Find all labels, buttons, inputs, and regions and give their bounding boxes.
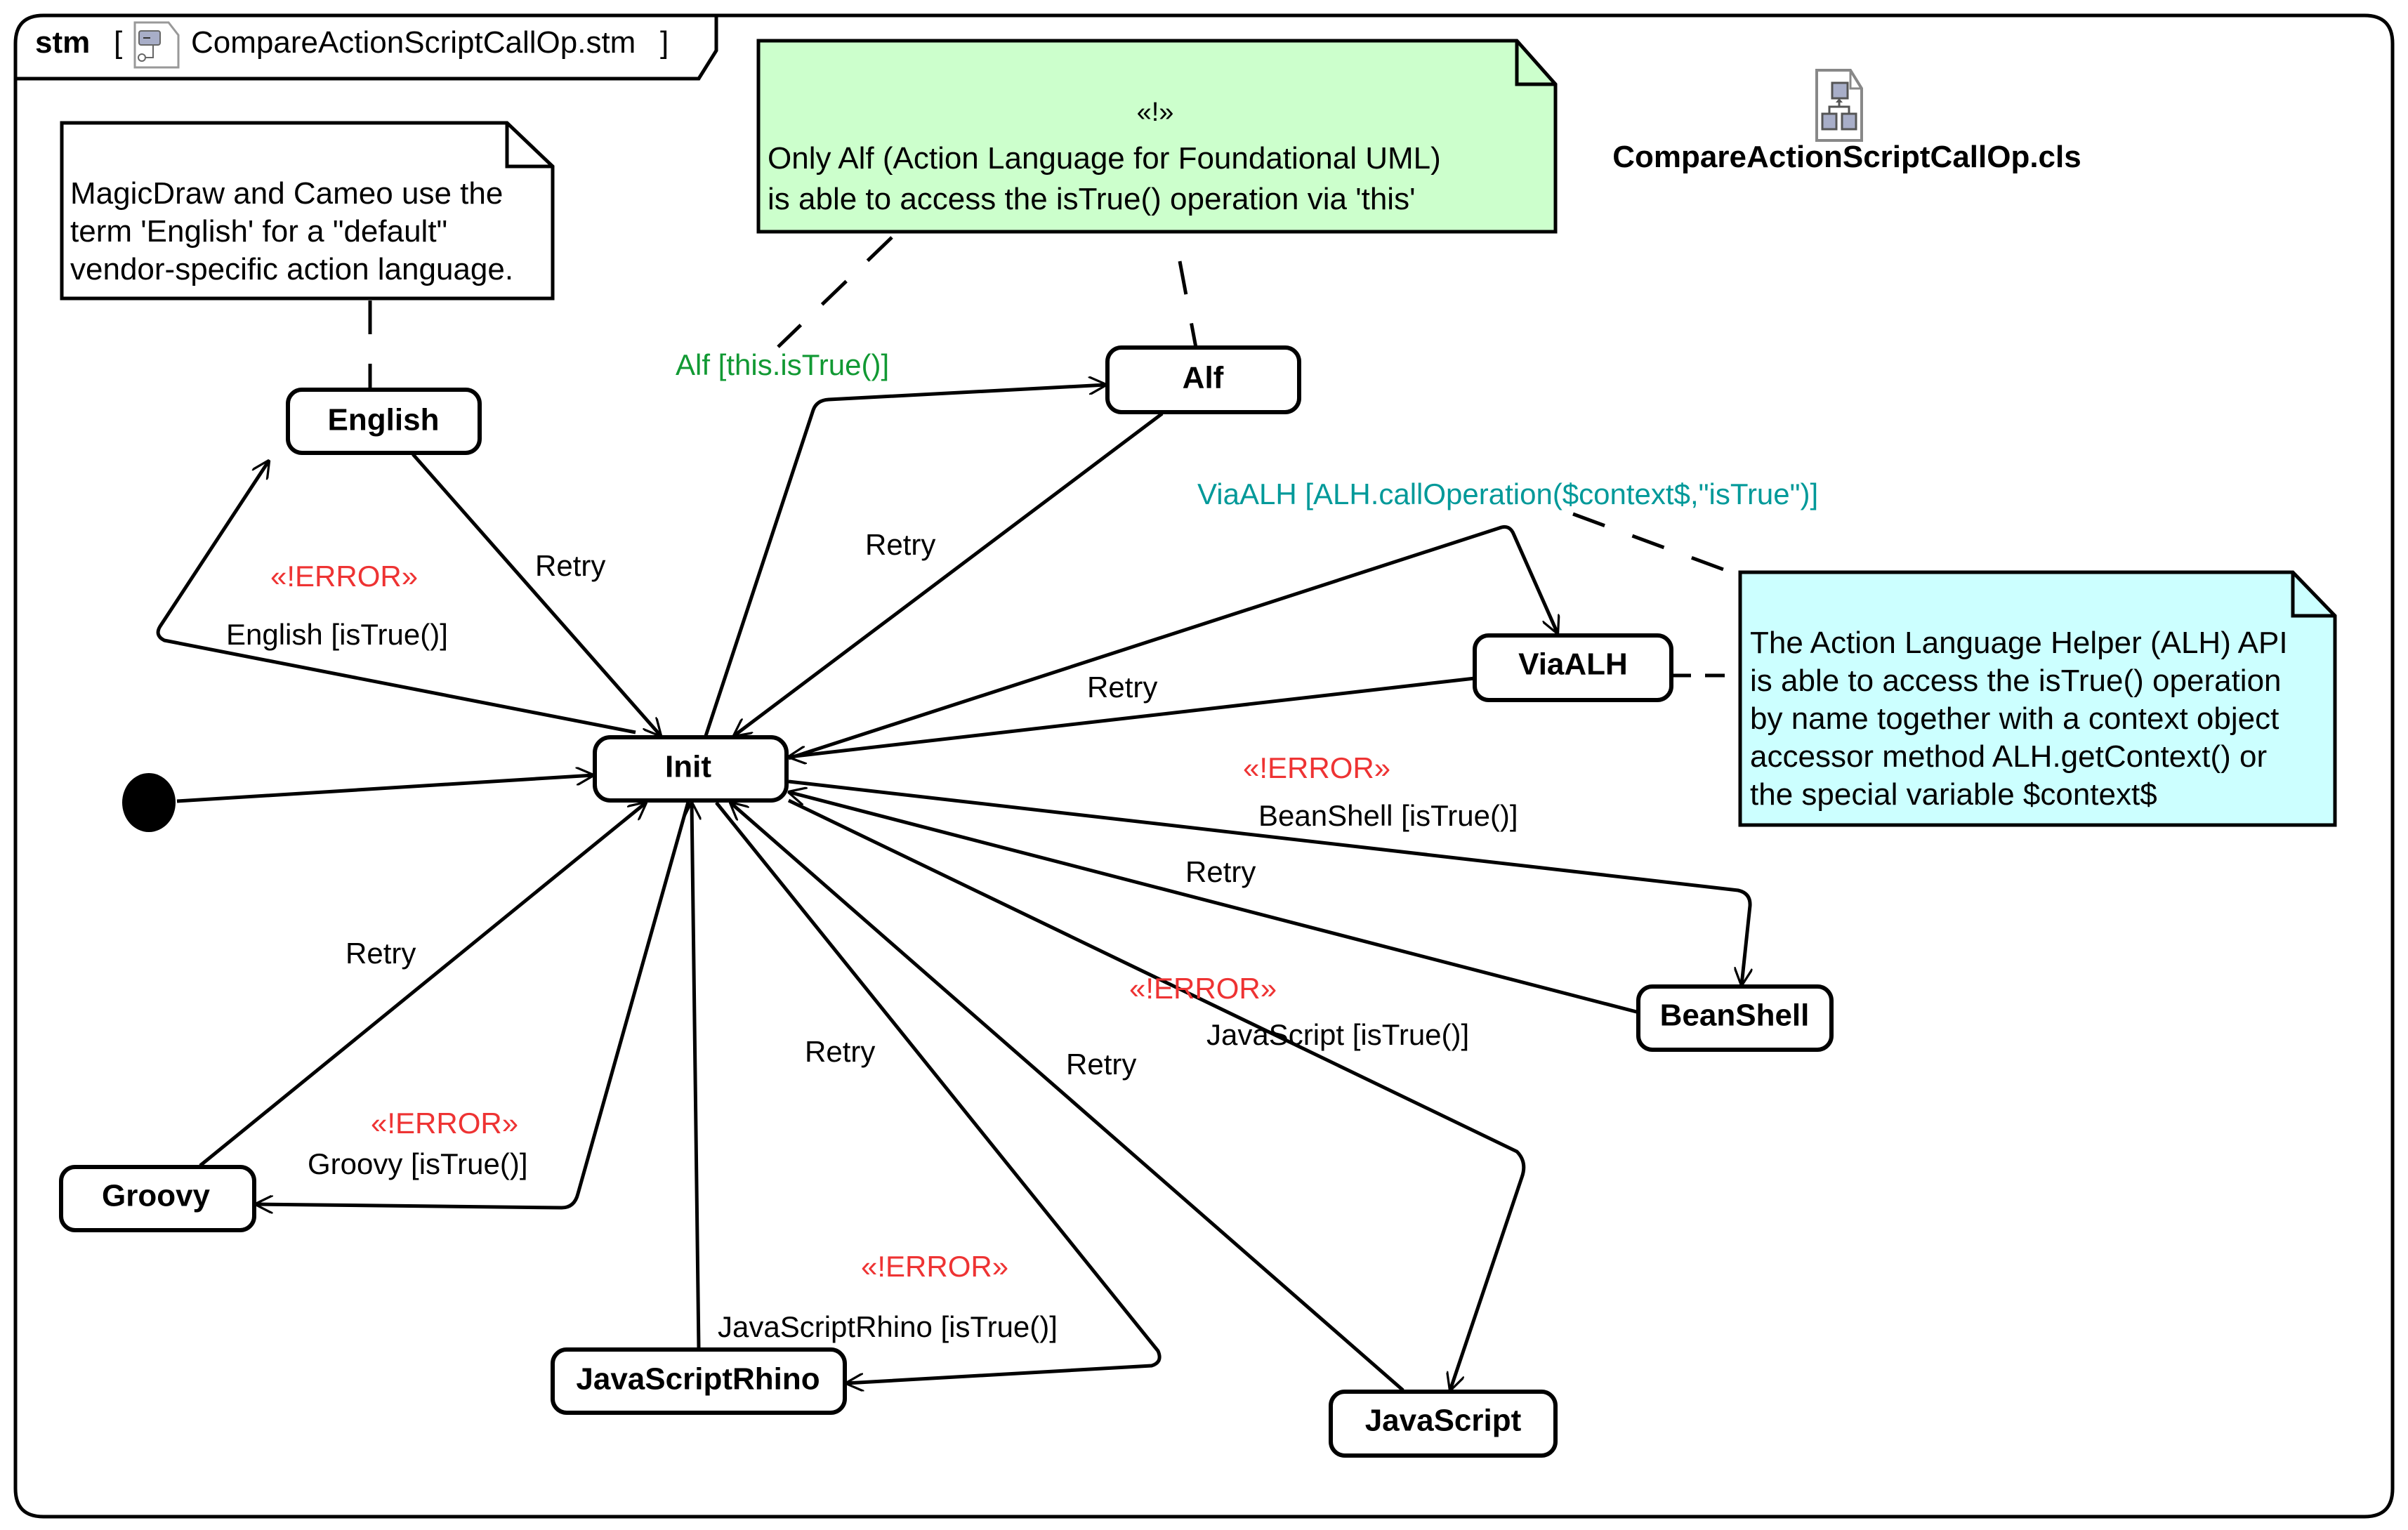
alf-guard-label: Alf [this.isTrue()] (676, 348, 889, 381)
state-javascriptrhino-label: JavaScriptRhino (576, 1362, 820, 1397)
viaalh-guard-label: ViaALH [ALH.callOperation($context$,"isT… (1197, 477, 1818, 510)
rhino-guard-label: JavaScriptRhino [isTrue()] (718, 1310, 1058, 1343)
state-javascriptrhino[interactable]: JavaScriptRhino (551, 1347, 847, 1415)
state-init[interactable]: Init (593, 735, 789, 803)
transition-init-to-english[interactable] (156, 461, 636, 734)
anchor-alf-note-to-state (1178, 261, 1198, 348)
beanshell-guard-label: BeanShell [isTrue()] (1258, 799, 1518, 832)
note-english: MagicDraw and Cameo use the term 'Englis… (60, 121, 555, 301)
transition-init-to-javascript[interactable] (787, 798, 1526, 1390)
transition-groovy-to-init[interactable] (199, 803, 646, 1167)
state-groovy[interactable]: Groovy (59, 1165, 256, 1232)
anchor-alf-note-to-guard (777, 236, 893, 348)
note-alh-line-4: accessor method ALH.getContext() or (1750, 739, 2267, 774)
beanshell-error-stereotype: «!ERROR» (1243, 751, 1390, 784)
class-diagram-icon[interactable] (1815, 69, 1863, 142)
state-viaalh-label: ViaALH (1518, 647, 1628, 682)
javascript-error-stereotype: «!ERROR» (1129, 972, 1277, 1005)
viaalh-retry-label: Retry (1087, 671, 1157, 704)
groovy-error-stereotype: «!ERROR» (371, 1107, 518, 1140)
state-javascript[interactable]: JavaScript (1329, 1390, 1558, 1458)
note-alh-line-1: The Action Language Helper (ALH) API (1750, 626, 2288, 660)
state-viaalh[interactable]: ViaALH (1473, 633, 1673, 702)
note-alf: «!» Only Alf (Action Language for Founda… (756, 39, 1558, 234)
transition-javascript-to-init[interactable] (730, 803, 1404, 1392)
initial-pseudostate[interactable] (122, 773, 176, 832)
transition-alf-to-init[interactable] (734, 412, 1164, 736)
transition-rhino-to-init[interactable] (692, 803, 699, 1350)
transition-init-to-beanshell[interactable] (788, 779, 1750, 985)
state-english[interactable]: English (286, 388, 482, 455)
transition-init-to-viaalh[interactable] (788, 525, 1558, 760)
groovy-retry-label: Retry (346, 937, 416, 970)
english-guard-label: English [isTrue()] (226, 618, 448, 651)
state-beanshell-label: BeanShell (1660, 998, 1810, 1033)
note-alf-stereotype: «!» (1137, 98, 1174, 127)
english-retry-label: Retry (535, 549, 605, 582)
note-alh-line-2: is able to access the isTrue() operation (1750, 664, 2282, 698)
state-alf-label: Alf (1183, 361, 1224, 395)
alf-retry-label: Retry (865, 528, 935, 561)
note-english-line-2: term 'English' for a "default" (70, 214, 447, 249)
diagram-frame (13, 13, 2395, 1519)
english-error-stereotype: «!ERROR» (270, 560, 418, 593)
beanshell-retry-label: Retry (1185, 855, 1256, 888)
state-alf[interactable]: Alf (1105, 345, 1301, 414)
state-groovy-label: Groovy (102, 1179, 211, 1213)
javascript-retry-label: Retry (1066, 1048, 1136, 1081)
note-english-line-3: vendor-specific action language. (70, 252, 513, 286)
transition-beanshell-to-init[interactable] (789, 792, 1643, 1015)
note-alf-line-1: Only Alf (Action Language for Foundation… (768, 141, 1441, 176)
frame-kind: stm (35, 25, 90, 60)
state-javascript-label: JavaScript (1365, 1404, 1522, 1438)
frame-close-bracket: ] (660, 25, 669, 60)
state-english-label: English (328, 403, 440, 437)
state-machine-diagram-icon (133, 21, 180, 69)
anchor-alh-note-to-guard (1572, 512, 1732, 574)
rhino-error-stereotype: «!ERROR» (861, 1250, 1008, 1283)
transition-init-to-alf[interactable] (704, 385, 1106, 737)
note-alh-line-3: by name together with a context object (1750, 701, 2279, 736)
groovy-guard-label: Groovy [isTrue()] (308, 1147, 527, 1180)
transition-english-to-init[interactable] (412, 453, 661, 736)
state-beanshell[interactable]: BeanShell (1636, 984, 1834, 1052)
javascript-guard-label: JavaScript [isTrue()] (1206, 1018, 1469, 1051)
class-diagram-link[interactable]: CompareActionScriptCallOp.cls (1612, 140, 2081, 174)
frame-name[interactable]: CompareActionScriptCallOp.stm (191, 25, 636, 60)
state-init-label: Init (665, 750, 711, 784)
transition-init-to-groovy[interactable] (256, 801, 690, 1208)
transition-initial-to-init[interactable] (176, 775, 593, 803)
transition-init-to-rhino[interactable] (715, 801, 1162, 1383)
transition-viaalh-to-init[interactable] (789, 676, 1475, 757)
note-alh: The Action Language Helper (ALH) API is … (1738, 570, 2337, 827)
rhino-retry-label: Retry (805, 1035, 875, 1068)
note-alh-line-5: the special variable $context$ (1750, 777, 2157, 812)
frame-open-bracket: [ (114, 25, 122, 60)
note-alf-line-2: is able to access the isTrue() operation… (768, 182, 1415, 216)
note-english-line-1: MagicDraw and Cameo use the (70, 176, 503, 211)
